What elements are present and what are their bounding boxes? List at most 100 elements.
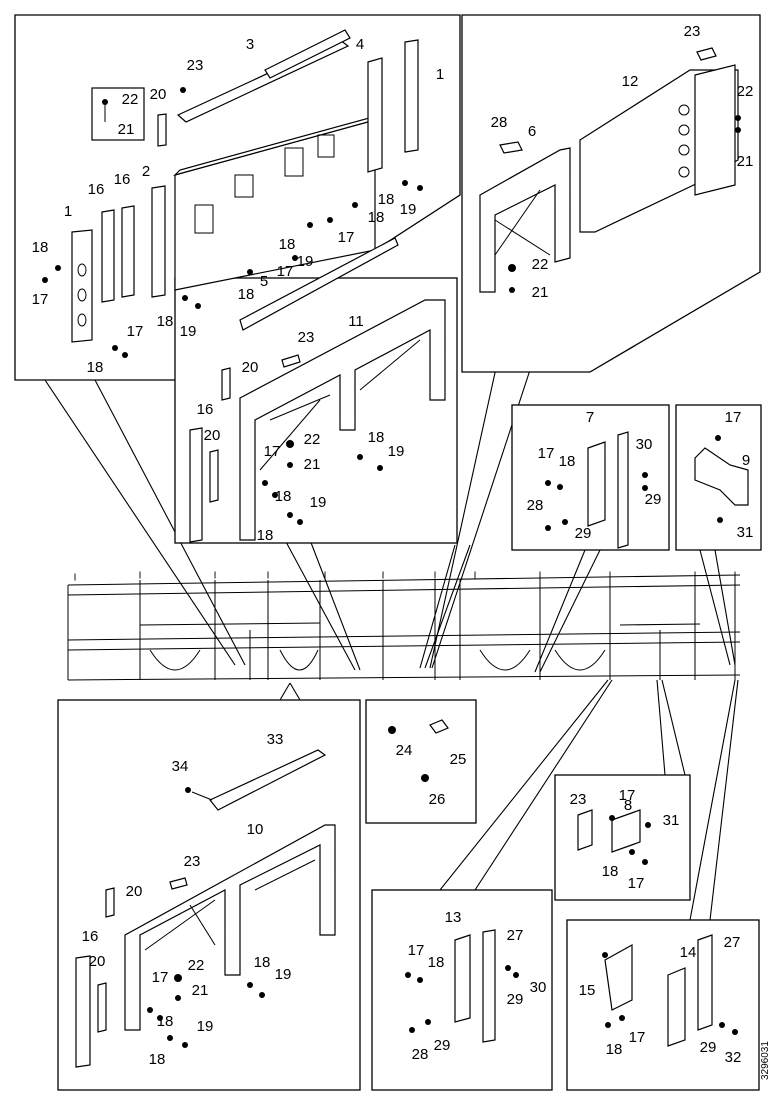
callout-2: 2 — [142, 163, 150, 180]
callout-6: 6 — [528, 123, 536, 140]
callout-29: 29 — [645, 491, 662, 508]
callout-29c: 29 — [507, 991, 524, 1008]
svg-text:I: I — [139, 571, 142, 582]
callout-29d: 29 — [434, 1037, 451, 1054]
callout-15: 15 — [579, 982, 596, 999]
svg-text:I: I — [214, 571, 217, 582]
callout-21c: 21 — [532, 284, 549, 301]
callout-5: 5 — [260, 273, 268, 290]
callout-31b: 31 — [663, 812, 680, 829]
callout-10: 10 — [247, 821, 264, 838]
callout-25: 25 — [450, 751, 467, 768]
document-id: 3296031 — [760, 1041, 771, 1080]
svg-text:I: I — [324, 571, 327, 582]
panel-mid-7-parts — [545, 431, 648, 549]
callout-17c: 17 — [277, 263, 294, 280]
panel-small-center — [365, 699, 477, 824]
callout-18f: 18 — [368, 209, 385, 226]
callout-21e: 21 — [192, 982, 209, 999]
callout-8: 8 — [624, 797, 632, 814]
callout-33: 33 — [267, 731, 284, 748]
callout-23d: 23 — [184, 853, 201, 870]
callout-23c: 23 — [298, 329, 315, 346]
callout-19b: 19 — [297, 253, 314, 270]
callout-28b: 28 — [527, 497, 544, 514]
callout-labels: 3 23 4 1 22 20 21 2 16 16 1 18 17 17 18 … — [32, 23, 754, 1068]
callout-26: 26 — [429, 791, 446, 808]
callout-21d: 21 — [304, 456, 321, 473]
callout-19d: 19 — [388, 443, 405, 460]
panel-bottom-14-parts — [602, 934, 738, 1047]
callout-30: 30 — [636, 436, 653, 453]
callout-19e: 19 — [310, 494, 327, 511]
callout-17j: 17 — [628, 875, 645, 892]
callout-17f: 17 — [538, 445, 555, 462]
callout-12: 12 — [622, 73, 639, 90]
callout-17: 17 — [32, 291, 49, 308]
callout-18e: 18 — [279, 236, 296, 253]
callout-4: 4 — [356, 36, 364, 53]
callout-17i: 17 — [619, 787, 636, 804]
callout-23b: 23 — [684, 23, 701, 40]
panel-top-right-parts — [479, 47, 741, 293]
callout-11: 11 — [348, 313, 364, 330]
callout-21: 21 — [118, 121, 135, 138]
svg-text:I: I — [74, 573, 77, 584]
callout-22e: 22 — [188, 957, 205, 974]
panel-mid-8-parts — [577, 809, 651, 865]
callout-18q: 18 — [606, 1041, 623, 1058]
callout-18n: 18 — [149, 1051, 166, 1068]
callout-17e: 17 — [264, 443, 281, 460]
callout-29e: 29 — [700, 1039, 717, 1056]
callout-30b: 30 — [530, 979, 547, 996]
callout-16d: 16 — [82, 928, 99, 945]
callout-7: 7 — [586, 409, 594, 426]
callout-27: 27 — [507, 927, 524, 944]
callout-18p: 18 — [428, 954, 445, 971]
callout-17l: 17 — [629, 1029, 646, 1046]
overview-frame: I I I I I I I I I I I I — [67, 571, 741, 681]
callout-18m: 18 — [157, 1013, 174, 1030]
callout-20: 20 — [150, 86, 167, 103]
callout-19g: 19 — [197, 1018, 214, 1035]
callout-28: 28 — [491, 114, 508, 131]
callout-18: 18 — [32, 239, 49, 256]
svg-text:I: I — [734, 571, 737, 582]
callout-18g: 18 — [378, 191, 395, 208]
callout-31: 31 — [737, 524, 754, 541]
callout-23: 23 — [187, 57, 204, 74]
callout-16: 16 — [88, 181, 105, 198]
callout-19f: 19 — [275, 966, 292, 983]
callout-22b: 22 — [737, 83, 754, 100]
callout-14: 14 — [680, 944, 697, 961]
callout-17h: 17 — [152, 969, 169, 986]
callout-22c: 22 — [532, 256, 549, 273]
panel-top-left-parts — [42, 29, 423, 358]
callout-34: 34 — [172, 758, 189, 775]
callout-23e: 23 — [570, 791, 587, 808]
callout-17k: 17 — [408, 942, 425, 959]
panel-bottom-left-parts — [75, 749, 336, 1068]
svg-text:I: I — [694, 571, 697, 582]
callout-20d: 20 — [126, 883, 143, 900]
callout-20e: 20 — [89, 953, 106, 970]
callout-32: 32 — [725, 1049, 742, 1066]
svg-text:I: I — [267, 571, 270, 582]
svg-text:I: I — [539, 571, 542, 582]
callout-18d: 18 — [238, 286, 255, 303]
callout-18c: 18 — [157, 313, 174, 330]
callout-18l: 18 — [254, 954, 271, 971]
callout-29b: 29 — [575, 525, 592, 542]
callout-13: 13 — [445, 909, 462, 926]
panel-bottom-14 — [566, 919, 760, 1091]
callout-28c: 28 — [412, 1046, 429, 1063]
callout-22d: 22 — [304, 431, 321, 448]
callout-17b: 17 — [127, 323, 144, 340]
callout-18b: 18 — [87, 359, 104, 376]
callout-3: 3 — [246, 36, 254, 53]
svg-text:I: I — [382, 571, 385, 582]
callout-19c: 19 — [400, 201, 417, 218]
callout-20c: 20 — [204, 427, 221, 444]
callout-22: 22 — [122, 91, 139, 108]
